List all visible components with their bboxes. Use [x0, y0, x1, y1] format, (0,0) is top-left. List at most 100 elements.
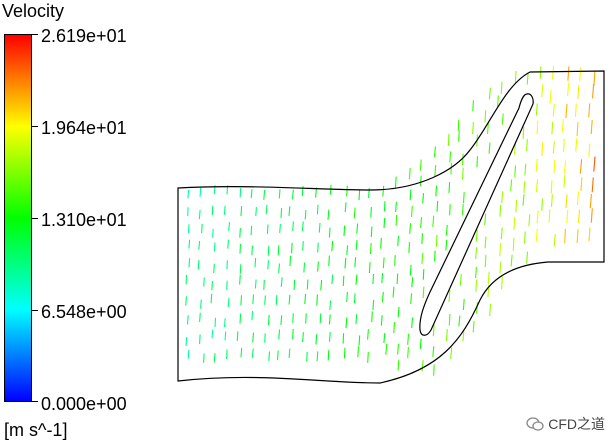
velocity-vector [535, 228, 538, 242]
velocity-vector [213, 353, 216, 363]
velocity-vector [420, 217, 423, 229]
velocity-vector [275, 295, 278, 305]
velocity-vector [591, 177, 594, 193]
velocity-vector [304, 293, 307, 305]
velocity-vector [475, 229, 478, 242]
velocity-vector [368, 262, 371, 274]
velocity-vector [328, 314, 331, 325]
velocity-vector [396, 273, 399, 285]
velocity-vector [291, 242, 293, 254]
velocity-vector [367, 329, 369, 340]
velocity-vector [383, 217, 386, 229]
velocity-vector [499, 261, 502, 274]
velocity-vector [472, 100, 474, 112]
velocity-vector [435, 185, 438, 197]
velocity-vector [579, 159, 583, 174]
velocity-vector [385, 343, 388, 355]
watermark: CFD之道 [526, 414, 605, 434]
velocity-vector [250, 189, 253, 199]
velocity-vector [354, 257, 357, 268]
velocity-vector [250, 225, 253, 236]
velocity-vector [211, 205, 214, 216]
velocity-vector [526, 251, 529, 264]
velocity-vector [514, 165, 517, 178]
velocity-vector [459, 273, 462, 286]
velocity-vector [371, 311, 373, 323]
velocity-vector [251, 245, 254, 256]
velocity-vector [188, 258, 191, 268]
velocity-vector [567, 66, 570, 81]
velocity-vector [303, 262, 306, 273]
velocity-vector [524, 163, 527, 176]
velocity-vector [422, 286, 425, 299]
velocity-vector [484, 254, 487, 268]
velocity-vector [302, 332, 304, 343]
velocity-vector [268, 351, 271, 361]
velocity-vector [223, 318, 226, 328]
velocity-vector [472, 121, 474, 135]
velocity-vector [421, 252, 424, 265]
velocity-vector [435, 234, 438, 247]
velocity-vector [353, 293, 356, 304]
velocity-vector [535, 158, 538, 172]
velocity-vector [203, 353, 205, 363]
velocity-vector [316, 294, 318, 306]
velocity-vector [593, 156, 596, 172]
colorbar-tick-label: 6.548e+00 [41, 302, 127, 322]
velocity-vector [476, 156, 479, 168]
velocity-vector [565, 103, 568, 119]
velocity-vector [407, 333, 410, 345]
velocity-vector [551, 66, 555, 80]
velocity-vector [252, 294, 255, 305]
velocity-vector [475, 247, 478, 260]
velocity-vector [344, 257, 347, 269]
velocity-vector [267, 260, 270, 270]
velocity-vector [211, 280, 214, 291]
velocity-vector [255, 206, 257, 217]
velocity-vector [563, 174, 566, 188]
velocity-vector [579, 67, 582, 81]
velocity-vector [236, 331, 239, 342]
color-scale-bar [4, 34, 32, 402]
colorbar-tick-mark [32, 310, 38, 311]
velocity-vector [264, 333, 266, 343]
velocity-vector [590, 208, 593, 223]
velocity-vector [355, 314, 358, 325]
velocity-vector [410, 293, 413, 305]
velocity-vector [292, 328, 294, 340]
velocity-vector [264, 295, 266, 305]
velocity-vector [432, 215, 435, 227]
velocity-vector [383, 201, 386, 212]
velocity-vector [239, 243, 242, 254]
velocity-vector [522, 194, 525, 206]
velocity-vector [488, 142, 491, 154]
velocity-vector [342, 333, 345, 344]
velocity-vector [342, 275, 345, 287]
velocity-vector [372, 273, 375, 285]
velocity-vector [548, 209, 551, 223]
velocity-vector [434, 165, 437, 177]
wechat-icon [526, 417, 544, 431]
velocity-vector [210, 293, 213, 304]
velocity-vector [240, 347, 243, 358]
velocity-vector [528, 214, 531, 227]
velocity-vector [228, 222, 231, 232]
velocity-vector [551, 121, 554, 135]
velocity-vector [239, 274, 241, 285]
velocity-vector [276, 350, 279, 361]
domain-outline [177, 70, 605, 384]
velocity-vector [306, 279, 309, 290]
velocity-vector [526, 72, 529, 85]
velocity-vector [513, 216, 516, 230]
velocity-vector [358, 335, 361, 346]
velocity-vector [408, 242, 411, 254]
velocity-vector [319, 313, 322, 324]
velocity-vector [266, 224, 269, 234]
velocity-vector [576, 229, 579, 244]
velocity-vector [539, 66, 542, 79]
velocity-vector [553, 234, 556, 247]
velocity-vector [501, 276, 503, 290]
velocity-vector [397, 306, 400, 318]
velocity-vector [304, 210, 307, 220]
